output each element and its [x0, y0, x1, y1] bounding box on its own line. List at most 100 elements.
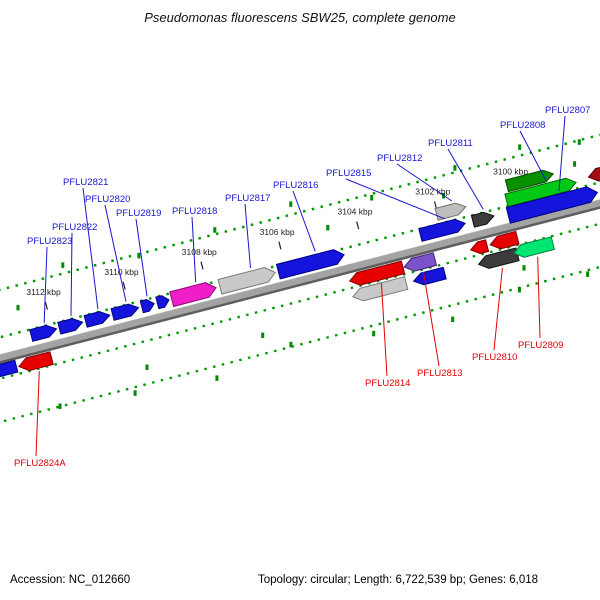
gc-skew-mark — [215, 375, 219, 381]
gene-label-leader — [82, 187, 99, 310]
gc-skew-mark — [370, 195, 374, 201]
gene-arrow-PFLU2812[interactable] — [434, 202, 467, 221]
gene-label-leader — [380, 282, 388, 377]
ruler-tick — [44, 301, 48, 310]
gene-arrow[interactable] — [155, 295, 170, 310]
gene-arrow[interactable] — [504, 169, 555, 193]
gene-arrow-PFLU2818[interactable] — [169, 282, 217, 308]
gene-label-leader — [423, 271, 440, 367]
status-accession: Accession: NC_012660 — [10, 574, 131, 586]
gene-arrow-PFLU2811[interactable] — [470, 211, 495, 228]
gc-skew-mark — [522, 265, 526, 271]
gene-label-leader — [537, 256, 541, 339]
gc-skew-mark — [58, 403, 62, 409]
ruler-tick — [200, 261, 204, 270]
gene-label-PFLU2807[interactable]: PFLU2807 — [545, 105, 590, 116]
gene-arrow-PFLU2813[interactable] — [403, 252, 438, 272]
gene-arrow-PFLU2819[interactable] — [139, 298, 155, 314]
ruler-tick-label: 3104 kbp — [338, 207, 373, 217]
gc-skew-mark — [573, 161, 577, 167]
gene-arrow[interactable] — [0, 359, 19, 378]
gene-label-PFLU2823[interactable]: PFLU2823 — [27, 236, 72, 247]
gc-skew-mark — [133, 390, 137, 396]
ruler-tick-label: 3100 kbp — [493, 167, 528, 177]
gene-label-PFLU2821[interactable]: PFLU2821 — [63, 177, 108, 188]
gc-skew-mark — [289, 341, 293, 348]
gene-arrow-PFLU2814[interactable] — [348, 260, 406, 286]
gene-arrow-PFLU2820[interactable] — [110, 303, 140, 321]
gene-label-leader — [447, 148, 484, 210]
gene-label-PFLU2824A[interactable]: PFLU2824A — [14, 458, 66, 469]
gc-skew-mark — [137, 253, 141, 259]
gc-skew-mark — [261, 332, 265, 339]
gene-arrow[interactable] — [469, 239, 490, 255]
gc-skew-mark — [577, 139, 581, 145]
gc-skew-mark — [326, 224, 330, 231]
gc-skew-mark — [518, 144, 522, 150]
status-bar: Accession: NC_012660 Topology: circular;… — [0, 571, 600, 595]
ruler-tick-label: 3108 kbp — [182, 247, 217, 257]
gene-arrow[interactable] — [489, 230, 520, 250]
gene-label-PFLU2812[interactable]: PFLU2812 — [377, 153, 422, 164]
gene-label-PFLU2820[interactable]: PFLU2820 — [85, 194, 130, 205]
gene-arrow-PFLU2808[interactable] — [504, 177, 577, 208]
gc-skew-mark — [451, 316, 455, 323]
ruler-tick — [122, 281, 126, 290]
gene-label-PFLU2815[interactable]: PFLU2815 — [326, 168, 371, 179]
gene-label-leader — [345, 178, 446, 220]
gene-label-leader — [43, 246, 48, 323]
gene-label-leader — [191, 216, 197, 283]
gene-label-PFLU2817[interactable]: PFLU2817 — [225, 193, 270, 204]
gene-arrow-PFLU2823[interactable] — [29, 324, 58, 342]
gene-label-PFLU2811[interactable]: PFLU2811 — [428, 138, 473, 149]
gene-arrow-PFLU2815[interactable] — [418, 218, 466, 242]
gene-label-PFLU2816[interactable]: PFLU2816 — [273, 180, 318, 191]
gene-label-leader — [70, 232, 73, 316]
gene-label-PFLU2822[interactable]: PFLU2822 — [52, 222, 97, 233]
gene-label-PFLU2810[interactable]: PFLU2810 — [472, 352, 517, 363]
ruler-tick-label: 3106 kbp — [260, 227, 295, 237]
gc-skew-mark — [145, 364, 149, 370]
gene-arrow-PFLU2809[interactable] — [513, 236, 556, 258]
gene-label-PFLU2813[interactable]: PFLU2813 — [417, 368, 462, 379]
gene-arrow[interactable] — [412, 266, 447, 286]
status-genome-summary: Topology: circular; Length: 6,722,539 bp… — [258, 574, 539, 586]
gene-label-leader — [35, 371, 40, 457]
gc-skew-mark — [61, 262, 65, 268]
gene-label-leader — [519, 130, 547, 181]
gene-label-PFLU2809[interactable]: PFLU2809 — [518, 340, 563, 351]
gene-arrow-PFLU2817[interactable] — [217, 266, 276, 295]
gene-arrow-PFLU2816[interactable] — [275, 249, 345, 280]
gene-label-PFLU2818[interactable]: PFLU2818 — [172, 206, 217, 217]
gene-arrow-PFLU2807[interactable] — [505, 186, 599, 224]
gene-arrow[interactable] — [587, 163, 600, 182]
gene-arrow-PFLU2824A[interactable] — [18, 351, 54, 372]
gc-skew-mark — [213, 227, 217, 233]
ruler-tick — [278, 241, 282, 250]
gene-label-leader — [493, 267, 503, 351]
gc-skew-mark — [586, 271, 590, 277]
gene-label-PFLU2819[interactable]: PFLU2819 — [116, 208, 161, 219]
gene-label-leader — [558, 115, 566, 191]
gene-label-leader — [396, 163, 453, 202]
gene-label-leader — [244, 203, 251, 269]
chart-title: Pseudomonas fluorescens SBW25, complete … — [144, 10, 456, 25]
gene-label-PFLU2814[interactable]: PFLU2814 — [365, 378, 410, 389]
gc-skew-mark — [517, 287, 521, 293]
gene-arrow-PFLU2822[interactable] — [57, 318, 84, 335]
gene-label-leader — [104, 204, 127, 302]
ruler-tick-label: 3112 kbp — [26, 287, 61, 297]
ruler-tick-label: 3102 kbp — [415, 187, 450, 197]
ruler-tick-label: 3110 kbp — [104, 267, 139, 277]
gene-arrow-PFLU2810[interactable] — [477, 247, 520, 269]
gc-skew-mark — [289, 201, 293, 207]
gc-skew-mark — [16, 304, 20, 311]
gene-arrow[interactable] — [352, 276, 409, 302]
gene-label-leader — [135, 218, 148, 297]
gene-arrow-PFLU2821[interactable] — [83, 311, 111, 328]
gene-label-PFLU2808[interactable]: PFLU2808 — [500, 120, 545, 131]
gc-skew-mark — [453, 165, 457, 171]
gc-skew-mark — [372, 330, 376, 337]
